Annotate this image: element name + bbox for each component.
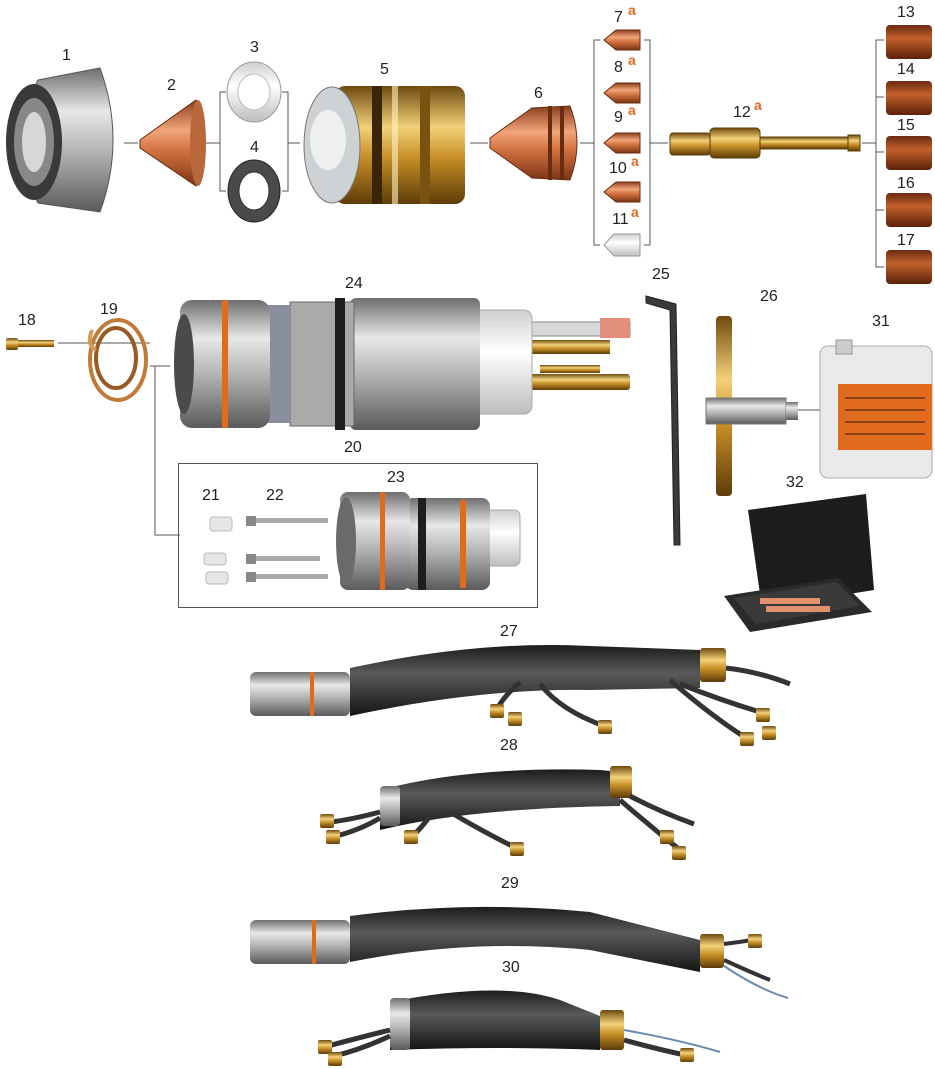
part-10-mark: a — [631, 153, 639, 169]
copper-sleeve-icon — [886, 25, 932, 284]
part-label-22: 22 — [266, 487, 284, 504]
part-label-25: 25 — [652, 266, 670, 283]
part-label-13: 13 — [897, 4, 915, 21]
part-label-24: 24 — [345, 275, 363, 292]
retaining-cap-icon — [303, 86, 465, 204]
part-label-2: 2 — [167, 77, 176, 94]
part-11-mark: a — [631, 204, 639, 220]
part-label-32: 32 — [786, 474, 804, 491]
part-label-3: 3 — [250, 39, 259, 56]
electrode-copper-icon — [489, 105, 578, 181]
torch-body-icon — [174, 298, 631, 430]
leader-lines — [58, 39, 884, 536]
part-9-mark: a — [628, 102, 636, 118]
part-label-4: 4 — [250, 139, 259, 156]
cooling-tube-brass-icon — [669, 127, 861, 159]
part-label-21: 21 — [202, 487, 220, 504]
part-label-8: 8 — [614, 59, 623, 76]
part-label-19: 19 — [100, 301, 118, 318]
part-label-10: 10 — [609, 160, 627, 177]
part-label-11: 11 — [612, 211, 629, 228]
connector-body-icon — [336, 492, 521, 590]
swirl-ring-dark-icon — [227, 159, 281, 223]
part-label-16: 16 — [897, 175, 915, 192]
part-7-mark: a — [628, 2, 636, 18]
part-label-17: 17 — [897, 232, 915, 249]
nozzle-copper-icon — [139, 99, 206, 187]
part-label-26: 26 — [760, 288, 778, 305]
part-label-15: 15 — [897, 117, 915, 134]
kit-frame-icon — [178, 463, 538, 608]
part-label-27: 27 — [500, 623, 518, 640]
part-label-14: 14 — [897, 61, 915, 78]
tip-copper-icon — [603, 29, 641, 203]
part-label-6: 6 — [534, 85, 543, 102]
tip-clear-icon — [603, 233, 641, 257]
long-screw-icon — [246, 516, 328, 582]
hex-key-icon — [645, 295, 681, 546]
parts-case-icon — [724, 494, 874, 632]
part-label-7: 7 — [614, 9, 623, 26]
t-wrench-icon — [705, 316, 798, 496]
part-label-23: 23 — [387, 469, 405, 486]
part-12-mark: a — [754, 97, 762, 113]
part-label-5: 5 — [380, 61, 389, 78]
copper-coil-icon — [87, 318, 148, 402]
part-label-12: 12 — [733, 104, 751, 121]
screw-icon — [6, 338, 54, 350]
part-label-9: 9 — [614, 109, 623, 126]
part-label-28: 28 — [500, 737, 518, 754]
hose-package-icon — [250, 644, 791, 1066]
part-label-20: 20 — [344, 439, 362, 456]
part-label-1: 1 — [62, 47, 71, 64]
shield-cap-icon — [6, 67, 114, 213]
part-label-31: 31 — [872, 313, 890, 330]
part-8-mark: a — [628, 52, 636, 68]
part-label-18: 18 — [18, 312, 36, 329]
part-label-30: 30 — [502, 959, 520, 976]
coolant-canister-icon — [819, 339, 933, 479]
swirl-ring-white-icon — [226, 61, 282, 123]
insulator-icon — [203, 516, 233, 585]
part-label-29: 29 — [501, 875, 519, 892]
